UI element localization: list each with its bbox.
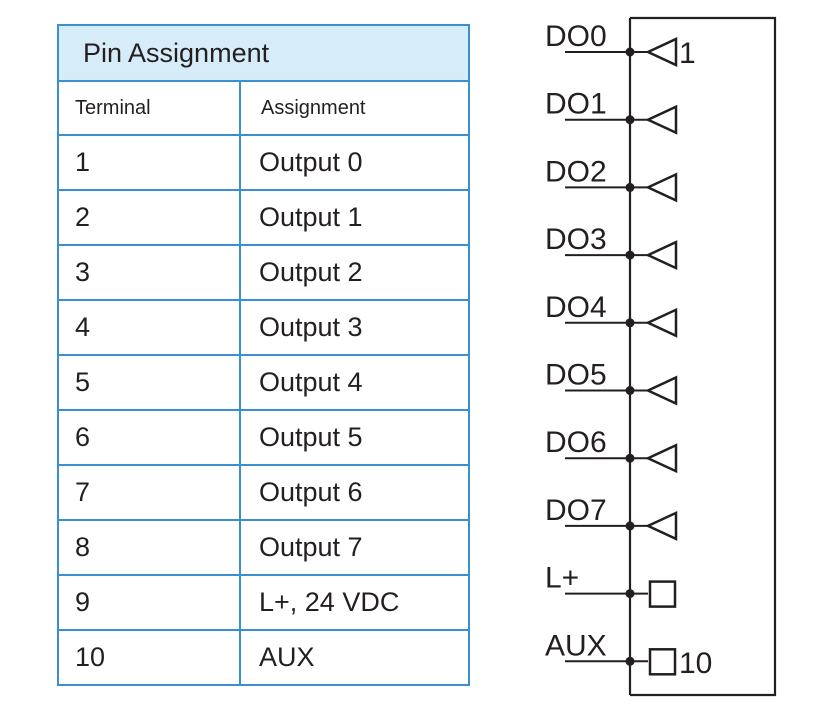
pin-label: DO7 bbox=[545, 494, 607, 527]
assignment-cell: Output 1 bbox=[238, 189, 471, 246]
terminal-cell: 1 bbox=[57, 134, 241, 191]
terminal-cell: 10 bbox=[57, 629, 241, 686]
assignment-cell: L+, 24 VDC bbox=[238, 574, 471, 631]
module-body bbox=[628, 16, 777, 697]
pin-2: DO1 bbox=[545, 88, 678, 135]
pin-4: DO3 bbox=[545, 223, 678, 271]
junction-dot bbox=[625, 182, 635, 192]
assignment-cell: Output 6 bbox=[238, 464, 471, 521]
pin-label: DO3 bbox=[545, 223, 607, 256]
pin-5: DO4 bbox=[545, 291, 678, 338]
pin-label: AUX bbox=[545, 629, 607, 662]
terminal-cell: 6 bbox=[57, 409, 241, 466]
junction-dot bbox=[625, 318, 635, 328]
terminal-cell: 4 bbox=[57, 299, 241, 356]
pin-label: DO6 bbox=[545, 426, 607, 459]
terminal-cell: 2 bbox=[57, 189, 241, 246]
junction-dot bbox=[625, 386, 635, 395]
output-triangle-icon bbox=[645, 443, 678, 474]
pin-label: DO5 bbox=[545, 359, 607, 392]
pin-7: DO6 bbox=[545, 426, 678, 474]
output-triangle-icon bbox=[645, 510, 678, 541]
last-pin-number: 10 bbox=[679, 647, 712, 680]
junction-dot bbox=[625, 115, 635, 125]
terminal-cell: 3 bbox=[57, 244, 241, 301]
output-triangle-icon bbox=[645, 104, 678, 135]
junction-dot bbox=[625, 589, 635, 599]
output-triangle-icon bbox=[645, 375, 678, 406]
junction-dot bbox=[625, 250, 635, 260]
junction-dot bbox=[625, 47, 635, 57]
junction-dot bbox=[625, 453, 635, 463]
pin-label: DO4 bbox=[545, 291, 607, 324]
assignment-cell: Output 5 bbox=[238, 409, 471, 466]
pin-3: DO2 bbox=[545, 155, 678, 203]
pin-label: L+ bbox=[545, 562, 579, 595]
output-triangle-icon bbox=[645, 37, 678, 67]
column-header-assignment: Assignment bbox=[238, 80, 471, 136]
assignment-cell: Output 7 bbox=[238, 519, 471, 576]
terminal-cell: 5 bbox=[57, 354, 241, 411]
output-triangle-icon bbox=[645, 307, 678, 338]
pin-9: L+ bbox=[545, 562, 677, 608]
terminal-cell: 9 bbox=[57, 574, 241, 631]
pin-6: DO5 bbox=[545, 359, 678, 406]
pin-label: DO1 bbox=[545, 88, 607, 121]
terminal-cell: 8 bbox=[57, 519, 241, 576]
power-square-icon bbox=[648, 648, 677, 676]
pin-8: DO7 bbox=[545, 494, 678, 541]
column-header-terminal: Terminal bbox=[57, 80, 241, 136]
pin-1: DO0 bbox=[545, 20, 678, 67]
junction-dot bbox=[625, 521, 635, 531]
terminal-cell: 7 bbox=[57, 464, 241, 521]
output-triangle-icon bbox=[645, 172, 678, 203]
pin-label: DO2 bbox=[545, 155, 607, 188]
table-header-row: Terminal Assignment bbox=[57, 80, 471, 136]
output-triangle-icon bbox=[645, 240, 678, 271]
power-square-icon bbox=[648, 580, 677, 608]
pin-label: DO0 bbox=[545, 20, 607, 53]
junction-dot bbox=[625, 656, 635, 666]
assignment-cell: AUX bbox=[238, 629, 471, 686]
assignment-cell: Output 4 bbox=[238, 354, 471, 411]
assignment-cell: Output 0 bbox=[238, 134, 471, 191]
assignment-cell: Output 2 bbox=[238, 244, 471, 301]
first-pin-number: 1 bbox=[679, 37, 696, 70]
assignment-cell: Output 3 bbox=[238, 299, 471, 356]
pin-10: AUX bbox=[545, 629, 677, 676]
table-title: Pin Assignment bbox=[56, 24, 471, 82]
